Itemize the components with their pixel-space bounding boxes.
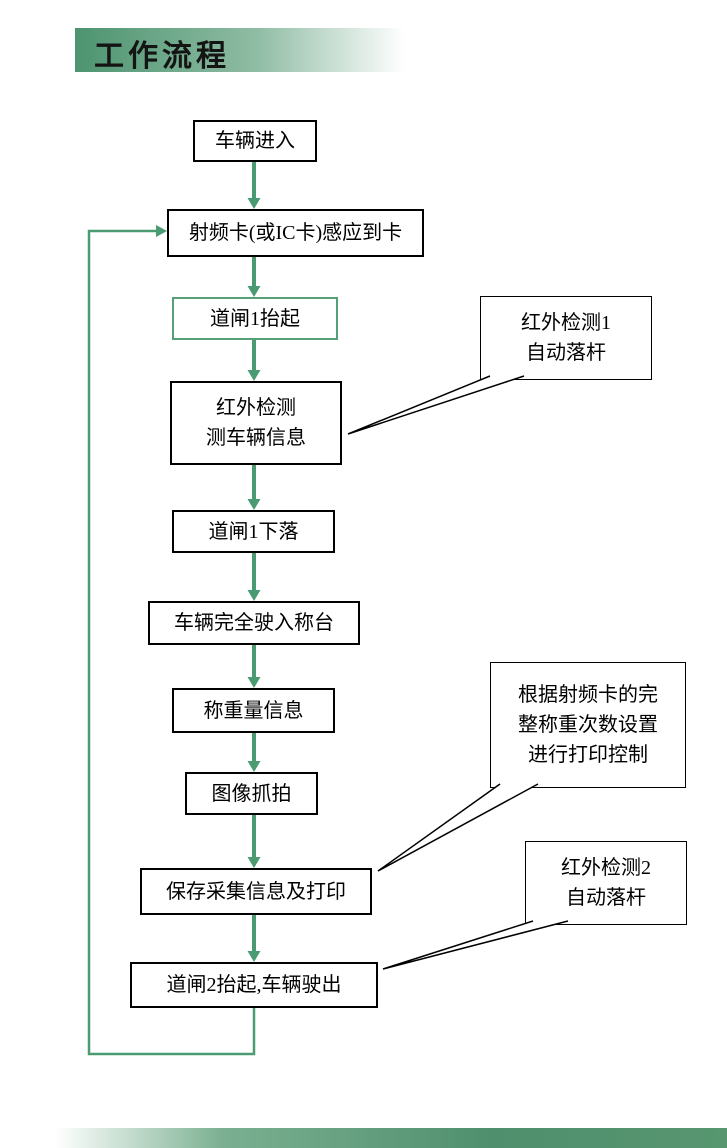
- callout-pointer-infrared1: [347, 375, 525, 435]
- callout-infrared2: 红外检测2 自动落杆: [525, 841, 687, 925]
- arrow-5: [247, 553, 261, 601]
- flow-node-barrier2-up: 道闸2抬起,车辆驶出: [130, 962, 378, 1008]
- arrow-9: [247, 915, 261, 962]
- flow-node-rfid-sense: 射频卡(或IC卡)感应到卡: [167, 209, 424, 257]
- arrow-8: [247, 815, 261, 868]
- callout-infrared1: 红外检测1 自动落杆: [480, 296, 652, 380]
- arrow-4: [247, 465, 261, 510]
- header-gradient-bar: [75, 28, 405, 72]
- callout-print-control: 根据射频卡的完 整称重次数设置 进行打印控制: [490, 662, 686, 788]
- flow-node-save-print: 保存采集信息及打印: [140, 868, 372, 915]
- callout-pointer-print-control: [377, 783, 539, 872]
- footer-gradient-bar: [55, 1128, 727, 1148]
- flow-node-weigh-info: 称重量信息: [172, 688, 335, 733]
- flow-node-vehicle-on-scale: 车辆完全驶入称台: [148, 601, 360, 645]
- arrow-1: [247, 162, 261, 209]
- arrow-7: [247, 733, 261, 772]
- flow-node-vehicle-enter: 车辆进入: [193, 120, 317, 162]
- arrow-6: [247, 645, 261, 688]
- flow-node-barrier1-down: 道闸1下落: [172, 510, 335, 553]
- flow-node-infrared-detect: 红外检测 测车辆信息: [170, 381, 342, 465]
- callout-pointer-infrared2: [382, 920, 569, 970]
- arrow-3: [247, 340, 261, 381]
- flow-node-barrier1-up: 道闸1抬起: [172, 297, 338, 340]
- arrow-2: [247, 257, 261, 297]
- flow-node-image-capture: 图像抓拍: [185, 772, 318, 815]
- page-title: 工作流程: [94, 40, 230, 73]
